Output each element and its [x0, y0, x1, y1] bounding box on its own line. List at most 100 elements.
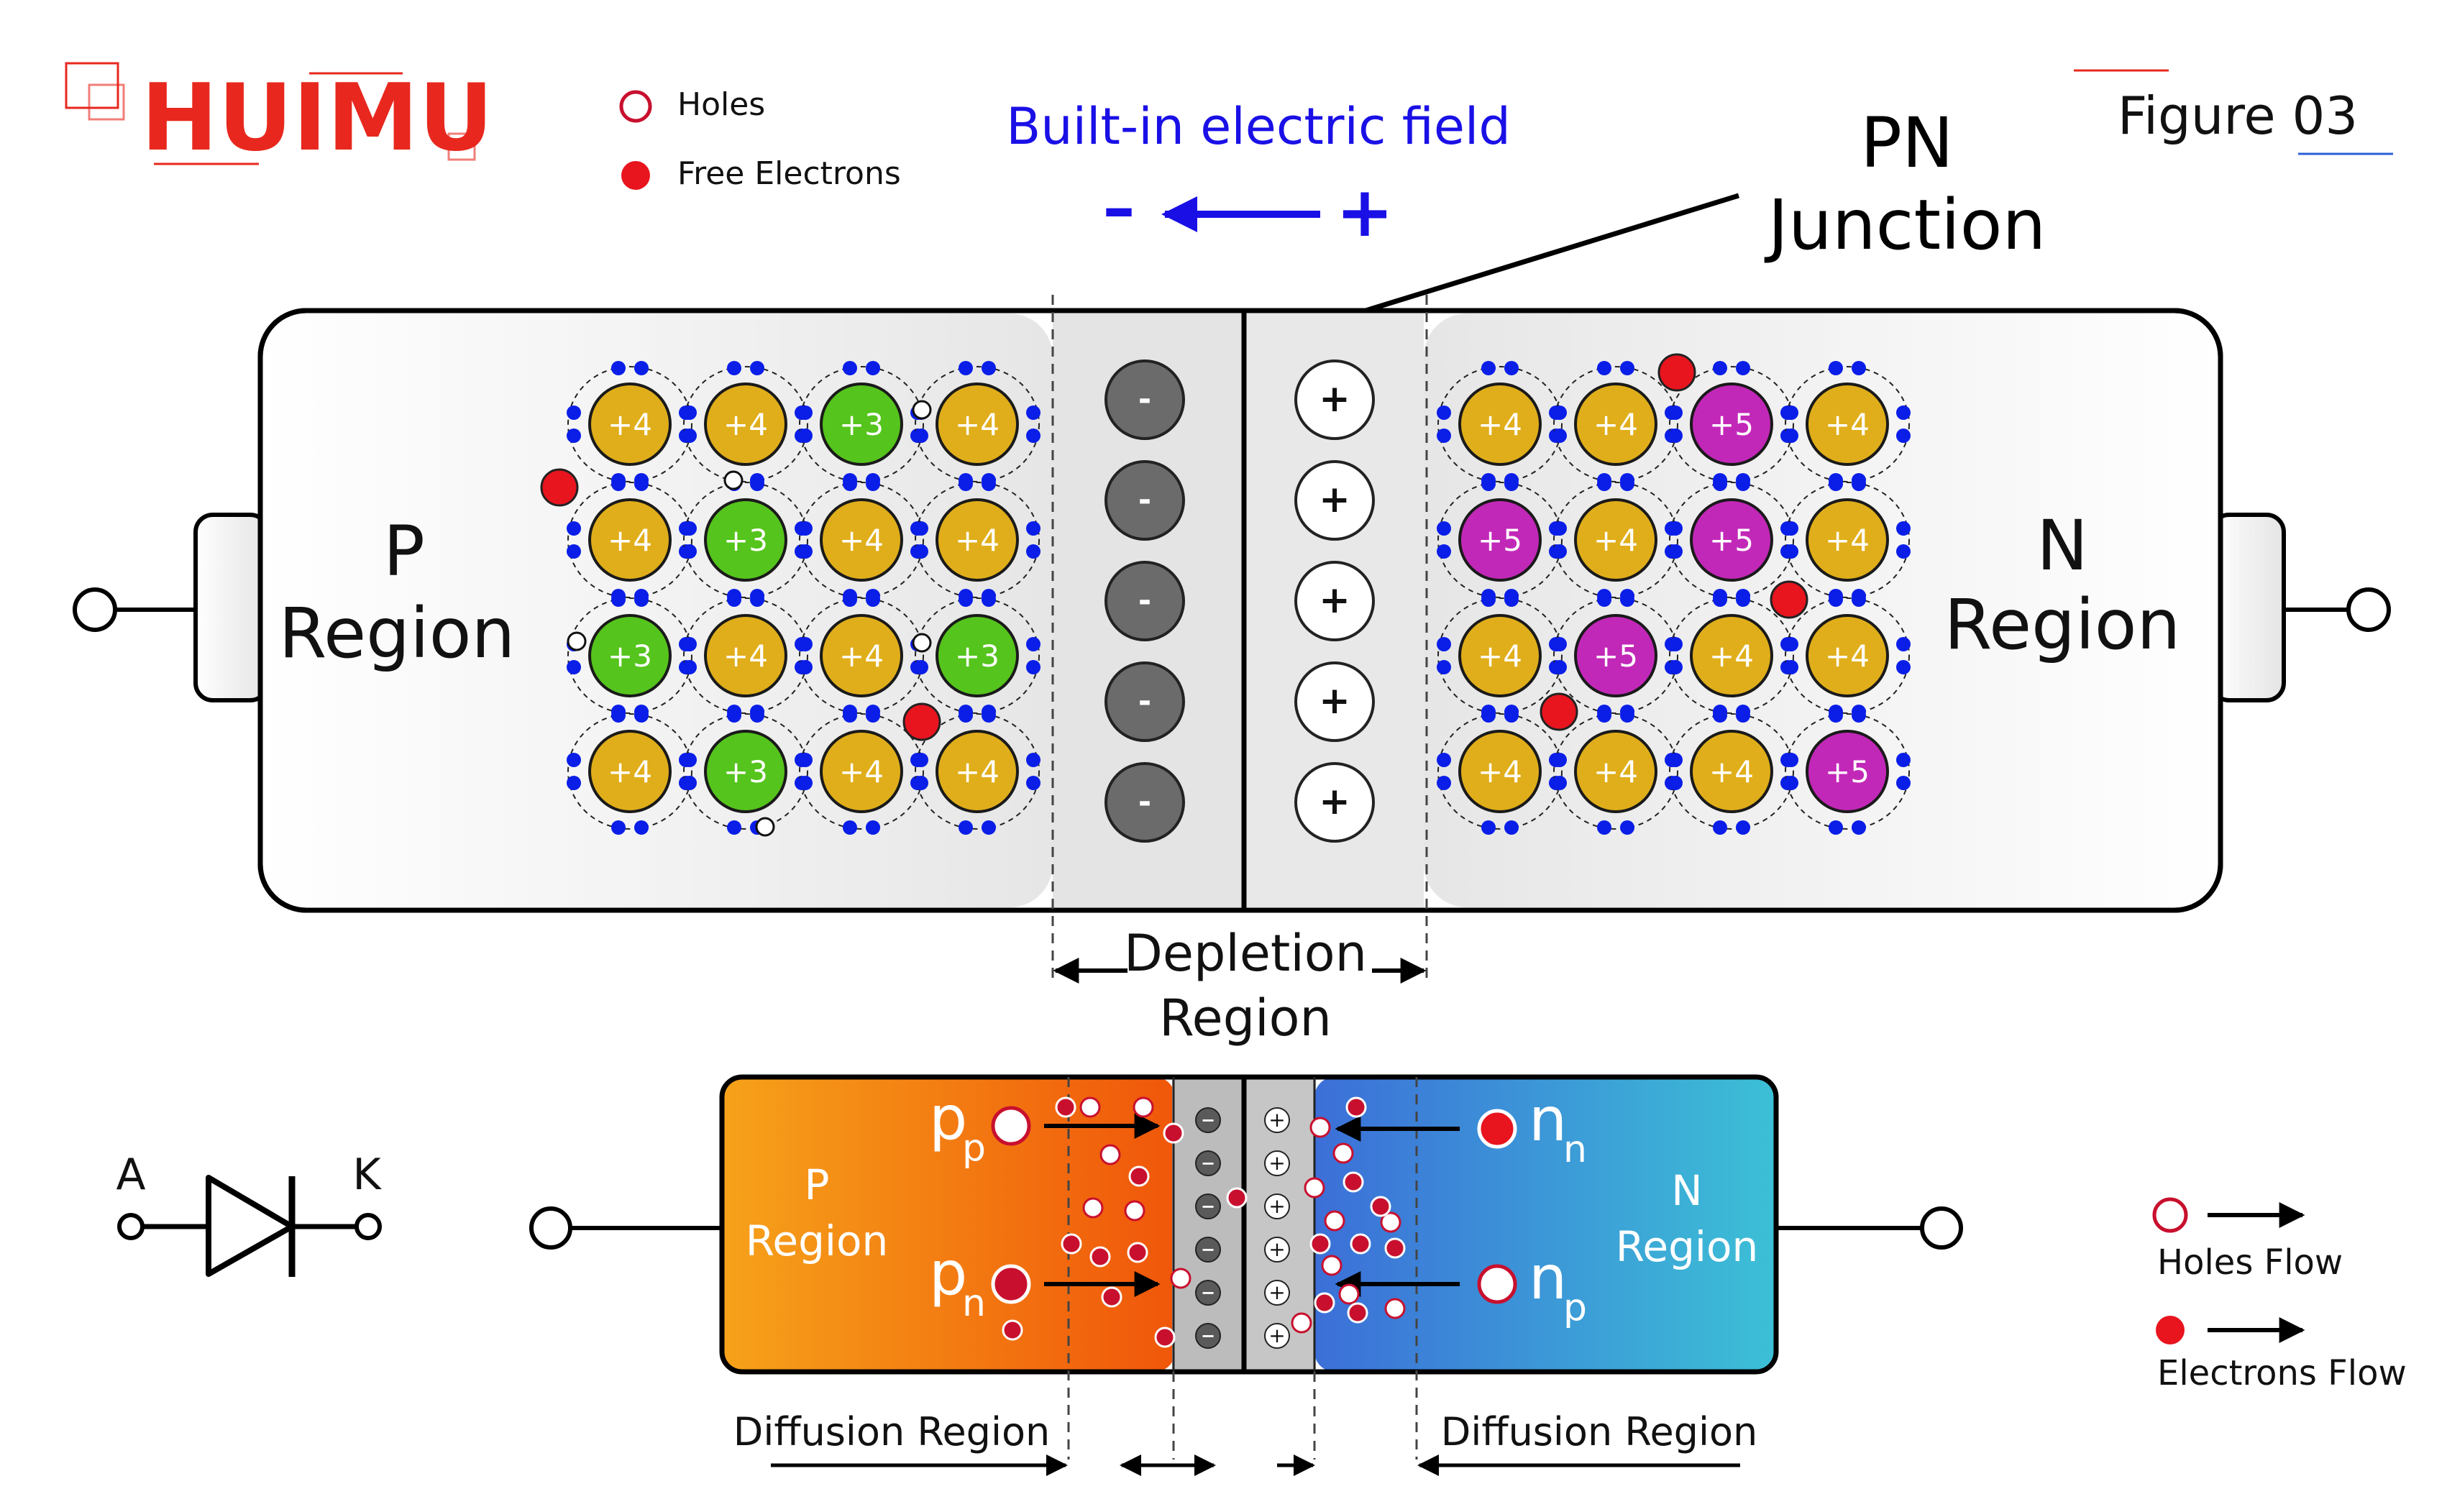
lower-n-label-line1: N [1671, 1166, 1702, 1215]
atom-charge-label: +3 [723, 754, 768, 789]
atom-nucleus [1458, 498, 1542, 582]
atom-nucleus [588, 382, 672, 466]
atom-charge-label: +3 [839, 407, 884, 442]
bond-electron [798, 660, 813, 674]
diffusing-electron [1055, 1096, 1076, 1118]
bond-electron [1784, 776, 1798, 790]
lower-n-label-line2: Region [1616, 1222, 1759, 1271]
bond-electron [866, 820, 880, 835]
diffusing-electron [1101, 1286, 1122, 1308]
diffusing-electron [1370, 1196, 1391, 1217]
bond-electron [567, 429, 581, 443]
bond-electron [959, 477, 973, 491]
bond-electron [634, 708, 649, 723]
bond-electron [1026, 521, 1040, 536]
svg-text:+: + [1268, 1280, 1285, 1304]
bond-electron [1481, 477, 1496, 491]
pp-hole-icon [991, 1106, 1031, 1146]
legend-electrons-label: Free Electrons [677, 155, 901, 192]
bond-electron [1481, 361, 1496, 375]
orbital-outline [799, 713, 924, 830]
bond-electron [1552, 429, 1567, 443]
positive-ion: + [1294, 661, 1375, 742]
lower-positive-ion: + [1264, 1150, 1290, 1176]
bond-electron [1552, 776, 1567, 790]
diffusing-electron [1347, 1302, 1368, 1324]
atom-nucleus [936, 498, 1019, 582]
pp-label: p p [929, 1083, 1161, 1170]
lower-terminal-right [1920, 1206, 1963, 1250]
orbital-outline [1553, 482, 1678, 598]
lower-terminal-left [529, 1206, 572, 1250]
orbital-outline [799, 597, 924, 714]
n-lattice-atom: +4 [1784, 477, 1911, 603]
bond-electron [1896, 406, 1911, 420]
bond-electron [982, 361, 996, 375]
bond-electron [982, 592, 996, 607]
hole [912, 400, 932, 420]
positive-ion: + [1294, 359, 1375, 440]
bond-electron [1713, 361, 1727, 375]
np-label: n p [1335, 1242, 1587, 1329]
bond-electron [843, 820, 857, 835]
atom-charge-label: +4 [608, 754, 652, 789]
atom-nucleus [1458, 614, 1542, 697]
diffusing-electron [1309, 1233, 1331, 1255]
orbital-outline [683, 366, 808, 482]
lower-pn-diagram: P Region N Region p p p n n n n p [529, 1074, 1963, 1476]
atom-charge-label: +4 [839, 638, 884, 674]
diffusion-label-left: Diffusion Region [733, 1409, 1050, 1454]
upper-diode-body: P Region N Region +4+4+3+4+4+3+4+4+3+4+4… [73, 295, 2391, 978]
bond-electron [1026, 637, 1040, 651]
nn-electron-icon [1477, 1109, 1517, 1149]
electron-legend-icon [621, 161, 650, 190]
atom-charge-label: +3 [608, 638, 652, 674]
cathode-label: K [352, 1150, 382, 1200]
atom-nucleus [820, 382, 903, 466]
bond-electron [1481, 708, 1496, 723]
electrons-flow-icon [2156, 1316, 2185, 1344]
orbital-outline [915, 482, 1040, 598]
atom-nucleus [820, 730, 903, 813]
atom-charge-label: +4 [1593, 523, 1638, 558]
bond-electron [1829, 592, 1843, 607]
bond-electron [1668, 521, 1683, 536]
atom-nucleus [1806, 382, 1889, 466]
atom-charge-label: +4 [1478, 407, 1522, 442]
bond-electron [1504, 477, 1519, 491]
bond-electron [567, 753, 581, 767]
svg-text:−: − [1201, 1240, 1215, 1260]
atom-charge-label: +4 [1825, 523, 1870, 558]
legend-top: Holes Free Electrons [619, 86, 901, 192]
figure-number: Figure 03 [2074, 69, 2393, 155]
atom-charge-label: +5 [1478, 523, 1522, 558]
svg-text:-: - [1138, 784, 1151, 820]
bond-electron [682, 660, 697, 674]
orbital-outline [1553, 597, 1678, 714]
bond-electron [1736, 592, 1750, 607]
orbital-outline [683, 482, 808, 598]
lower-p-label-line1: P [805, 1160, 830, 1209]
p-lattice-atom: +4 [567, 708, 693, 835]
bond-electron [1437, 753, 1451, 767]
orbital-outline [1437, 482, 1563, 598]
bond-electron [1852, 477, 1866, 491]
p-lattice: +4+4+3+4+4+3+4+4+3+4+4+3+4+3+4+4 [567, 361, 1040, 835]
p-lattice-atom: +4 [682, 592, 809, 719]
svg-text:−: − [1201, 1110, 1215, 1130]
bond-electron [1668, 544, 1683, 559]
p-region-label-line1: P [383, 511, 425, 592]
bond-electron [1437, 406, 1451, 420]
bond-electron [1829, 477, 1843, 491]
bond-electron [727, 361, 741, 375]
lower-positive-ion: + [1264, 1107, 1290, 1133]
orbital-outline [799, 482, 924, 598]
pn-label-line2: Junction [1765, 185, 2046, 265]
bond-electron [1736, 708, 1750, 723]
lower-negative-ion: − [1195, 1280, 1221, 1306]
bond-electron [798, 521, 813, 536]
bond-electron [1026, 406, 1040, 420]
atom-nucleus [820, 498, 903, 582]
svg-text:-: - [1138, 381, 1151, 418]
